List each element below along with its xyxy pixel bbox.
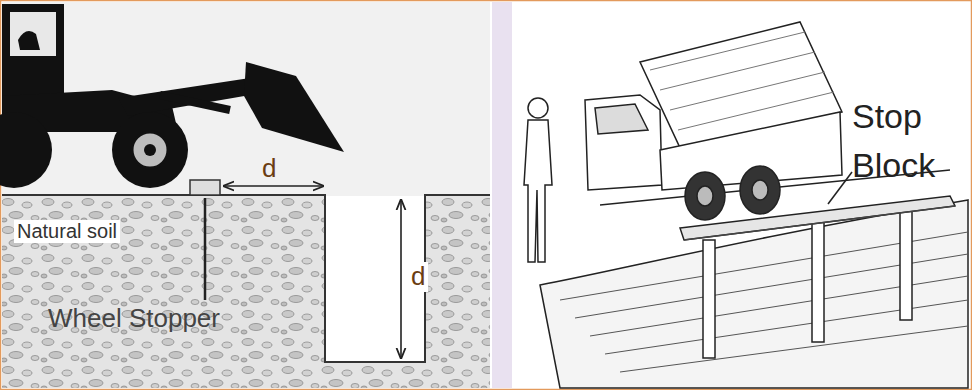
ground-edge <box>2 195 490 362</box>
truck-cab <box>585 95 662 190</box>
bed-lines <box>650 32 834 130</box>
loader-arm <box>118 78 256 116</box>
post <box>703 240 715 358</box>
part-label: Wheel Stopper <box>48 304 220 334</box>
truck-window <box>595 104 648 134</box>
post <box>812 222 824 342</box>
loader-ram <box>160 95 230 110</box>
truck-hub <box>697 186 713 206</box>
leader-line <box>828 172 852 204</box>
loader <box>0 4 344 188</box>
stop-block-edge <box>684 206 955 240</box>
post <box>900 208 912 320</box>
truck-wheel <box>740 166 780 214</box>
soil-label: Natural soil <box>14 220 120 243</box>
dimension-label: d <box>262 154 276 184</box>
driver <box>18 31 40 50</box>
dimension-arrow <box>224 185 323 187</box>
dimension-arrow <box>400 200 402 358</box>
worker-body <box>524 120 552 262</box>
worker-head <box>528 98 548 118</box>
truck-wheel <box>685 172 725 220</box>
front-wheel <box>112 112 188 188</box>
truck-hub <box>752 180 768 200</box>
leader-line <box>204 198 207 300</box>
wheel-stopper <box>190 180 220 195</box>
part-label: Stop Block <box>852 92 964 191</box>
loader-bucket <box>244 62 344 152</box>
dimension-label: d <box>408 262 428 292</box>
loader-cab <box>2 4 64 96</box>
wheel-axle <box>144 144 156 156</box>
cab-window <box>10 12 56 56</box>
rear-wheel <box>0 112 52 188</box>
panel-divider <box>492 2 512 388</box>
dump-scene <box>524 22 968 388</box>
wheel-hub <box>132 132 168 168</box>
natural-soil <box>2 195 490 388</box>
sky <box>2 2 490 388</box>
